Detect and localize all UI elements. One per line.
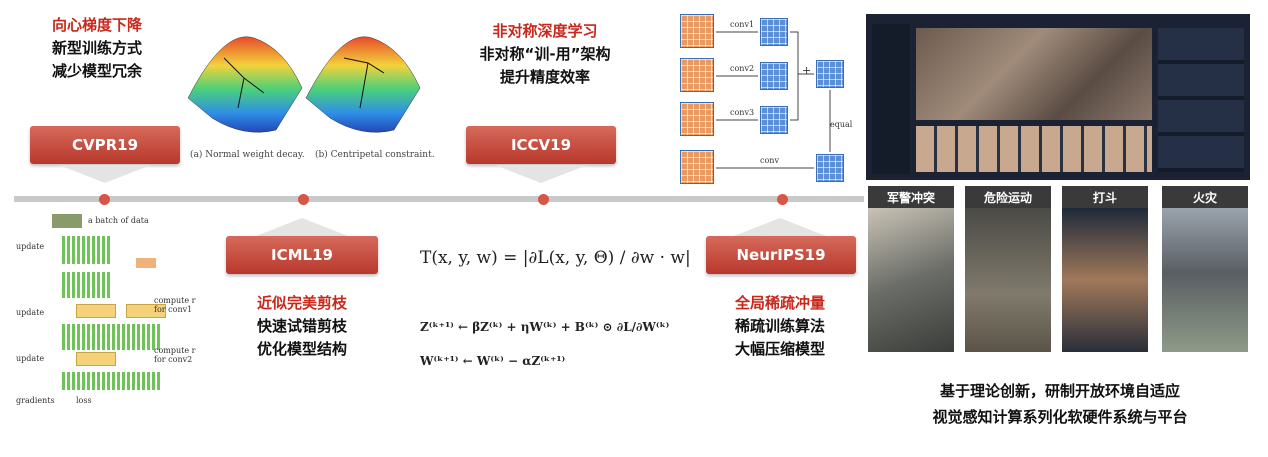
scene-card-3: 打斗 xyxy=(1062,186,1148,352)
label-gradients: gradients xyxy=(16,396,55,405)
cvpr-line1: 新型训练方式 xyxy=(51,39,142,57)
badge-neurips: NeurIPS19 xyxy=(706,236,856,274)
pruning-network-diagram: a batch of data update compute r for con… xyxy=(16,212,196,412)
badge-cvpr: CVPR19 xyxy=(30,126,180,164)
label-update-1: update xyxy=(16,242,45,251)
iccv-title: 非对称深度学习 xyxy=(492,22,598,40)
layer-block-2 xyxy=(62,272,112,298)
iccv-line1: 非对称“训-用”架构 xyxy=(479,45,611,63)
layer-block-1 xyxy=(62,236,112,264)
scene-label-4: 火灾 xyxy=(1162,186,1248,208)
scene-label-2: 危险运动 xyxy=(965,186,1051,208)
label-batch: a batch of data xyxy=(88,216,149,225)
label-equal: equal xyxy=(830,120,853,129)
crowd-video-frame xyxy=(916,28,1152,120)
timeline-dot-icml xyxy=(298,194,309,205)
scene-image-3 xyxy=(1062,208,1148,352)
data-batch-thumbnail xyxy=(52,214,82,228)
asymmetric-conv-diagram: conv1 conv2 conv3 + equal conv xyxy=(680,8,860,188)
prune-block-3 xyxy=(76,352,116,366)
scene-card-1: 军警冲突 xyxy=(868,186,954,352)
cvpr-line2: 减少模型冗余 xyxy=(51,62,142,80)
input-grid-2 xyxy=(680,58,714,92)
neurips-title: 全局稀疏冲量 xyxy=(734,294,825,312)
mask-block-1 xyxy=(136,258,156,268)
output-grid-2 xyxy=(760,62,788,90)
prune-block-2 xyxy=(126,304,166,318)
input-grid-3 xyxy=(680,102,714,136)
gradient-surface-plots xyxy=(187,36,421,133)
surface-plot-b xyxy=(305,36,421,133)
scene-image-4 xyxy=(1162,208,1248,352)
conclusion-text: 基于理论创新，研制开放环境自适应 视觉感知计算系列化软硬件系统与平台 xyxy=(870,378,1250,430)
icml-line1: 快速试错剪枝 xyxy=(256,317,347,335)
conclusion-line1: 基于理论创新，研制开放环境自适应 xyxy=(939,382,1180,400)
label-conv1: conv1 xyxy=(730,20,755,29)
scene-label-3: 打斗 xyxy=(1062,186,1148,208)
neurips-line1: 稀疏训练算法 xyxy=(734,317,825,335)
surveillance-dashboard xyxy=(866,14,1250,180)
iccv-description: 非对称深度学习 非对称“训-用”架构 提升精度效率 xyxy=(445,20,645,89)
badge-iccv: ICCV19 xyxy=(466,126,616,164)
face-thumbnail-strip xyxy=(916,126,1152,172)
scene-image-2 xyxy=(965,208,1051,352)
formula-z-update: Z⁽ᵏ⁺¹⁾ ← βZ⁽ᵏ⁾ + ηW⁽ᵏ⁾ + B⁽ᵏ⁾ ⊙ ∂L/∂W⁽ᵏ⁾ xyxy=(420,320,670,334)
layer-block-4 xyxy=(62,372,162,390)
conclusion-line2: 视觉感知计算系列化软硬件系统与平台 xyxy=(932,408,1188,426)
scene-card-4: 火灾 xyxy=(1162,186,1248,352)
timeline-dot-iccv xyxy=(538,194,549,205)
caption-centripetal: (b) Centripetal constraint. xyxy=(315,150,435,160)
prune-block-1 xyxy=(76,304,116,318)
match-result-panel xyxy=(1158,28,1244,172)
neurips-line2: 大幅压缩模型 xyxy=(734,340,825,358)
label-update-2: update xyxy=(16,308,45,317)
formula-main: T(x, y, w) = |∂L(x, y, Θ) / ∂w · w| xyxy=(420,248,691,268)
scene-image-1 xyxy=(868,208,954,352)
icml-title: 近似完美剪枝 xyxy=(256,294,347,312)
badge-icml: ICML19 xyxy=(226,236,378,274)
label-plus: + xyxy=(802,64,812,77)
sum-grid xyxy=(816,60,844,88)
pointer-iccv xyxy=(495,165,587,183)
output-grid-3 xyxy=(760,106,788,134)
timeline-dot-neurips xyxy=(777,194,788,205)
layer-block-3 xyxy=(62,324,162,350)
output-grid-4 xyxy=(816,154,844,182)
neurips-description: 全局稀疏冲量 稀疏训练算法 大幅压缩模型 xyxy=(704,292,856,361)
label-conv: conv xyxy=(760,156,779,165)
label-loss: loss xyxy=(76,396,92,405)
scene-card-2: 危险运动 xyxy=(965,186,1051,352)
formula-w-update: W⁽ᵏ⁺¹⁾ ← W⁽ᵏ⁾ − αZ⁽ᵏ⁺¹⁾ xyxy=(420,354,566,368)
label-update-3: update xyxy=(16,354,45,363)
pointer-neurips xyxy=(734,218,826,236)
cvpr-title: 向心梯度下降 xyxy=(51,16,142,34)
icml-line2: 优化模型结构 xyxy=(256,340,347,358)
icml-description: 近似完美剪枝 快速试错剪枝 优化模型结构 xyxy=(214,292,390,361)
input-grid-1 xyxy=(680,14,714,48)
label-conv3: conv3 xyxy=(730,108,755,117)
pointer-icml xyxy=(256,218,348,236)
timeline-bar xyxy=(14,196,864,202)
iccv-line2: 提升精度效率 xyxy=(499,68,590,86)
label-prune2: compute r for conv2 xyxy=(154,346,196,364)
cvpr-description: 向心梯度下降 新型训练方式 减少模型冗余 xyxy=(22,14,172,83)
surface-plot-a xyxy=(187,36,303,133)
scene-label-1: 军警冲突 xyxy=(868,186,954,208)
label-conv2: conv2 xyxy=(730,64,755,73)
input-grid-4 xyxy=(680,150,714,184)
dashboard-sidebar xyxy=(872,24,910,174)
caption-normal-weight-decay: (a) Normal weight decay. xyxy=(190,150,305,160)
label-prune1: compute r for conv1 xyxy=(154,296,196,314)
timeline-dot-cvpr xyxy=(99,194,110,205)
output-grid-1 xyxy=(760,18,788,46)
pointer-cvpr xyxy=(59,165,151,183)
